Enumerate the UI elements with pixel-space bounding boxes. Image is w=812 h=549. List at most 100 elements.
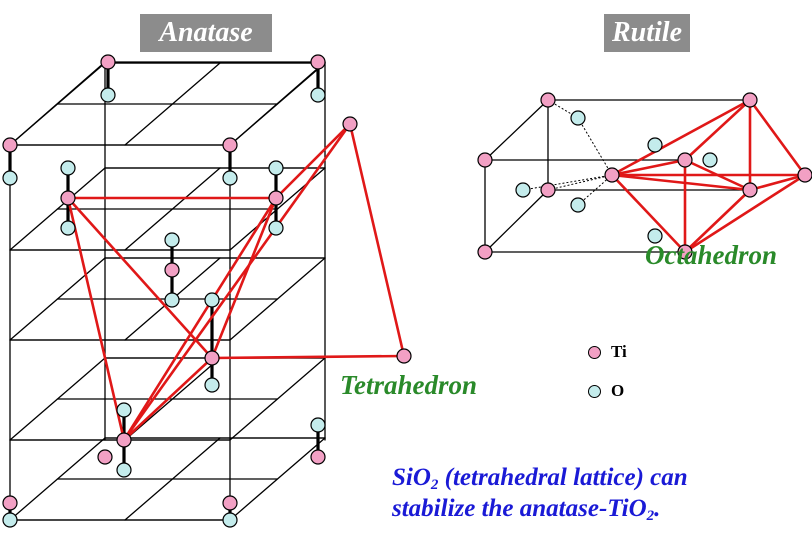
o-atom-11 <box>204 377 220 393</box>
legend-o-label: O <box>611 381 625 400</box>
o-atom-8 <box>164 232 180 248</box>
ti-atom-22 <box>742 182 758 198</box>
stabilization-note: SiO2 (tetrahedral lattice) can stabilize… <box>392 462 688 524</box>
octahedron-label: Octahedron <box>645 240 778 270</box>
octahedron-edge-3 <box>610 173 687 254</box>
tetrahedron-edge-5 <box>122 196 278 442</box>
ti-atom-9 <box>97 449 113 465</box>
anatase-grid-line-level-3-col-2 <box>229 357 326 441</box>
polyhedra-edges <box>66 98 807 442</box>
o-atom-10 <box>204 292 220 308</box>
ti-atom-3 <box>222 137 238 153</box>
tetrahedron-edge-2 <box>66 196 126 442</box>
anatase-lattice-grid <box>9 61 326 521</box>
o-atom-21 <box>702 152 718 168</box>
note-line1-a: SiO <box>392 464 431 491</box>
ti-atom-18 <box>477 244 493 260</box>
o-atom-18 <box>515 182 531 198</box>
note-line-2: stabilize the anatase-TiO2. <box>392 493 688 524</box>
note-line1-sub: 2 <box>430 477 439 493</box>
ti-atom-7 <box>204 350 220 366</box>
o-atom-20 <box>647 137 663 153</box>
o-atom-12 <box>116 402 132 418</box>
o-atom-9 <box>164 292 180 308</box>
tetrahedron-edge-8 <box>122 122 352 442</box>
anatase-grid-line-level-1-col-0 <box>9 167 106 251</box>
rutile-dotted-bond-1 <box>577 117 613 176</box>
ti-atom-5 <box>268 190 284 206</box>
o-atom-0 <box>100 87 116 103</box>
legend-o: O <box>588 381 624 401</box>
ti-atom-10 <box>310 449 326 465</box>
o-atom-13 <box>116 462 132 478</box>
anatase-grid-line-level-3-col-0 <box>9 357 106 441</box>
ti-atom-14 <box>396 348 412 364</box>
o-atom-3 <box>222 170 238 186</box>
o-atom-16 <box>222 512 238 528</box>
rutile-title: Rutile <box>604 14 690 52</box>
ti-atom-13 <box>342 116 358 132</box>
note-line1-b: (tetrahedral lattice) can <box>438 464 688 491</box>
rutile-grid-line-6 <box>484 99 549 161</box>
ti-atom-12 <box>222 495 238 511</box>
rutile-grid-line-7 <box>484 189 549 253</box>
note-line2-sub: 2 <box>646 508 655 524</box>
anatase-title: Anatase <box>140 14 272 52</box>
anatase-grid-line-level-3-col-1 <box>124 357 221 441</box>
anatase-grid-line-top-right <box>229 61 326 146</box>
note-line2-a: stabilize the anatase-TiO <box>392 495 647 522</box>
tetrahedron-edge-7 <box>210 354 406 360</box>
tetrahedron-edge-6 <box>348 122 406 358</box>
note-line2-b: . <box>654 495 661 522</box>
o-atom-19 <box>570 197 586 213</box>
anatase-grid-line-level-4-col-2 <box>229 437 326 521</box>
ti-atom-8 <box>116 432 132 448</box>
o-atom-6 <box>60 220 76 236</box>
ti-atom-icon <box>588 345 601 359</box>
rutile-dotted-bond-4 <box>522 174 613 191</box>
atoms <box>2 54 812 528</box>
o-atom-7 <box>268 220 284 236</box>
anatase-grid-line-level-2-col-0 <box>9 257 106 341</box>
ti-atom-23 <box>677 244 693 260</box>
octahedron-edge-12 <box>683 188 752 254</box>
ti-atom-6 <box>164 262 180 278</box>
tetrahedron-edge-4 <box>210 196 278 360</box>
o-atom-2 <box>2 170 18 186</box>
ti-atom-20 <box>677 152 693 168</box>
anatase-grid-line-top-left <box>9 61 106 146</box>
note-line-1: SiO2 (tetrahedral lattice) can <box>392 462 688 493</box>
o-atom-4 <box>60 160 76 176</box>
o-atom-5 <box>268 160 284 176</box>
ti-atom-11 <box>2 495 18 511</box>
ti-atom-19 <box>742 92 758 108</box>
octahedron-edge-10 <box>748 173 807 192</box>
o-atom-14 <box>310 417 326 433</box>
octahedron-edge-8 <box>683 158 752 192</box>
octahedron-edge-6 <box>748 98 807 177</box>
anatase-grid-line-level-1-col-1 <box>124 167 221 251</box>
ti-atom-24 <box>797 167 812 183</box>
o-atom-22 <box>647 228 663 244</box>
octahedron-edge-0 <box>610 98 752 177</box>
anatase-bonds <box>8 60 320 522</box>
tetrahedron-label: Tetrahedron <box>340 370 478 400</box>
octahedron-edge-11 <box>683 173 807 254</box>
octahedron-edge-5 <box>683 98 752 162</box>
ti-atom-21 <box>604 167 620 183</box>
ti-atom-2 <box>2 137 18 153</box>
ti-atom-15 <box>540 92 556 108</box>
ti-atom-1 <box>310 54 326 70</box>
octahedron-edge-1 <box>610 158 687 177</box>
legend-ti-label: Ti <box>611 342 627 361</box>
tetrahedron-edge-1 <box>66 196 214 360</box>
tetrahedron-edge-3 <box>274 122 352 200</box>
o-atom-1 <box>310 87 326 103</box>
anatase-grid-line-level-2-col-2 <box>229 257 326 341</box>
ti-atom-4 <box>60 190 76 206</box>
octahedron-edge-4 <box>610 173 752 192</box>
ti-atom-0 <box>100 54 116 70</box>
o-atom-icon <box>588 384 601 398</box>
